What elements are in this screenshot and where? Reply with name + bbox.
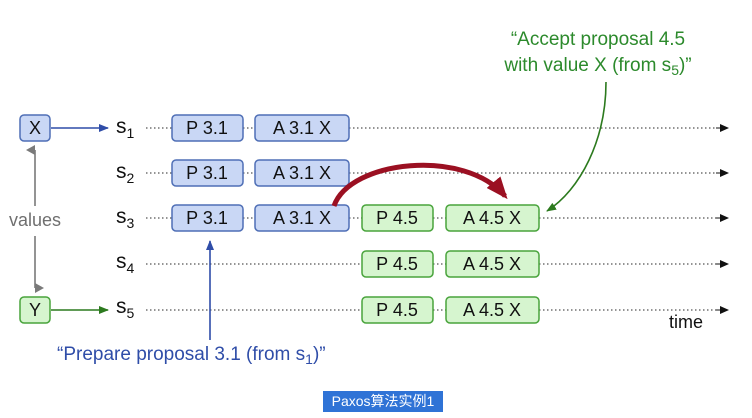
svg-text:A 3.1 X: A 3.1 X	[273, 118, 331, 138]
accept-31-s3: A 3.1 X	[254, 204, 350, 232]
prepare-45-s3: P 4.5	[361, 204, 434, 232]
prepare-31-s2: P 3.1	[171, 159, 244, 187]
svg-text:P 4.5: P 4.5	[376, 300, 418, 320]
value-x-node: X	[19, 114, 51, 142]
accept-annotation-pointer	[546, 81, 607, 212]
accept-31-s2: A 3.1 X	[254, 159, 350, 187]
prepare-45-s4: P 4.5	[361, 250, 434, 278]
server-label-s2: s2	[116, 160, 135, 186]
accept-45-s5: A 4.5 X	[445, 296, 540, 324]
svg-text:P 4.5: P 4.5	[376, 254, 418, 274]
prepare-annotation: “Prepare proposal 3.1 (from s1)”	[57, 344, 326, 367]
svg-text:A 4.5 X: A 4.5 X	[463, 208, 521, 228]
svg-text:P 3.1: P 3.1	[186, 163, 228, 183]
svg-text:A 3.1 X: A 3.1 X	[273, 163, 331, 183]
prepare-31-s1: P 3.1	[171, 114, 244, 142]
caption-label: Paxos算法实例1	[323, 391, 443, 412]
accept-annotation-line2: with value X (from s5)”	[503, 55, 691, 78]
server-label-s1: s1	[116, 115, 135, 141]
values-label: values	[9, 210, 61, 230]
value-y-label: Y	[29, 300, 41, 320]
time-label: time	[669, 312, 703, 332]
accept-45-s4: A 4.5 X	[445, 250, 540, 278]
server-label-s5: s5	[116, 295, 135, 321]
svg-text:P 3.1: P 3.1	[186, 208, 228, 228]
prepare-45-s5: P 4.5	[361, 296, 434, 324]
value-y-node: Y	[19, 296, 51, 324]
accept-45-s3: A 4.5 X	[445, 204, 540, 232]
value-transfer-arrow	[331, 162, 508, 207]
svg-text:A 4.5 X: A 4.5 X	[463, 254, 521, 274]
value-x-label: X	[29, 118, 41, 138]
svg-text:P 3.1: P 3.1	[186, 118, 228, 138]
accept-31-s1: A 3.1 X	[254, 114, 350, 142]
server-label-s3: s3	[116, 205, 135, 231]
svg-text:A 4.5 X: A 4.5 X	[463, 300, 521, 320]
prepare-31-s3: P 3.1	[171, 204, 244, 232]
server-label-s4: s4	[116, 250, 135, 276]
svg-text:A 3.1 X: A 3.1 X	[273, 208, 331, 228]
accept-annotation-line1: “Accept proposal 4.5	[511, 29, 685, 50]
svg-text:P 4.5: P 4.5	[376, 208, 418, 228]
